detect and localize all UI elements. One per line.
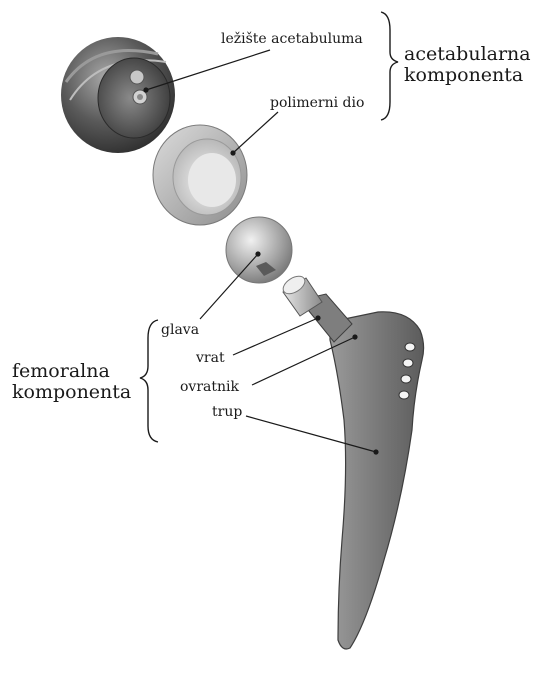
polymer-liner [153,125,247,225]
group-acetabular-label: acetabularna komponenta [404,44,531,87]
leader-vrat [233,318,318,355]
femoral-brace [140,320,158,442]
group-acetabular-line1: acetabularna [404,44,531,65]
femoral-stem [280,273,423,649]
label-trup: trup [212,404,242,420]
group-femoral-line2: komponenta [12,382,131,403]
label-glava: glava [161,322,199,338]
label-ovratnik: ovratnik [180,379,239,395]
acetabular-brace [381,12,398,120]
label-lezhiste-acetabuluma: ležište acetabuluma [221,31,363,47]
acetabular-shell [61,37,175,153]
group-femoral-line1: femoralna [12,361,131,382]
group-acetabular-line2: komponenta [404,65,531,86]
label-vrat: vrat [196,350,225,366]
leader-polimerni [233,112,278,153]
group-femoral-label: femoralna komponenta [12,361,131,404]
label-polimerni-dio: polimerni dio [270,95,364,111]
femoral-head [226,217,292,283]
